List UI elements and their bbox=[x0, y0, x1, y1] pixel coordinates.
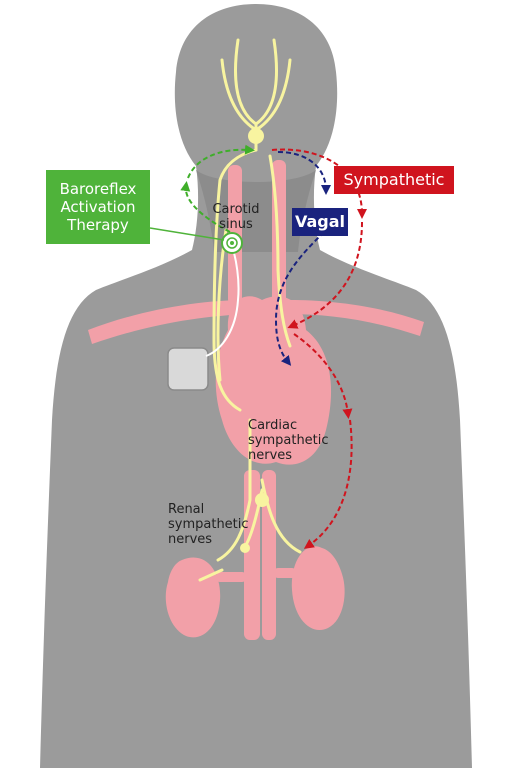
baroreflex-line-2: Activation bbox=[60, 198, 136, 216]
renal-line-3: nerves bbox=[168, 532, 213, 547]
device-lead bbox=[205, 245, 240, 357]
green-afferent-arrow bbox=[180, 181, 231, 233]
cardiac-sympathetic-nerves-label: Cardiac sympathetic nerves bbox=[248, 418, 340, 463]
renal-line-1: Renal bbox=[168, 502, 205, 517]
blood-vessels bbox=[88, 160, 424, 640]
sympathetic-box: Sympathetic bbox=[334, 166, 454, 194]
baroreflex-activation-therapy-box: Baroreflex Activation Therapy bbox=[46, 170, 150, 244]
green-afferent-arrow bbox=[187, 144, 255, 179]
sympathetic-arrow bbox=[287, 221, 363, 329]
sympathetic-arrow bbox=[271, 148, 367, 219]
baroreflex-connector bbox=[149, 227, 225, 241]
cardiac-line-3: nerves bbox=[248, 448, 293, 463]
sympathetic-arrow bbox=[303, 419, 353, 549]
cardiac-line-1: Cardiac bbox=[248, 418, 298, 433]
vagal-arrow bbox=[274, 231, 325, 366]
ganglion bbox=[255, 493, 269, 507]
vagal-arrow bbox=[277, 151, 331, 195]
carotid-sinus-label: Carotid sinus bbox=[204, 202, 268, 232]
carotid-stimulator-icon bbox=[221, 232, 243, 254]
renal-sympathetic-nerves-label: Renal sympathetic nerves bbox=[168, 502, 260, 547]
renal-line-2: sympathetic bbox=[168, 517, 249, 532]
vagal-label: Vagal bbox=[294, 212, 346, 231]
carotid-line-2: sinus bbox=[219, 217, 253, 232]
baroreflex-line-1: Baroreflex bbox=[59, 180, 137, 198]
vagal-box: Vagal bbox=[292, 208, 348, 236]
cardiac-line-2: sympathetic bbox=[248, 433, 329, 448]
ganglion bbox=[248, 128, 264, 144]
sympathetic-arrow bbox=[293, 333, 353, 419]
baroreflex-line-3: Therapy bbox=[67, 216, 129, 234]
carotid-line-1: Carotid bbox=[212, 202, 260, 217]
implanted-device bbox=[167, 347, 209, 391]
sympathetic-label: Sympathetic bbox=[343, 170, 445, 189]
ganglion bbox=[240, 543, 250, 553]
